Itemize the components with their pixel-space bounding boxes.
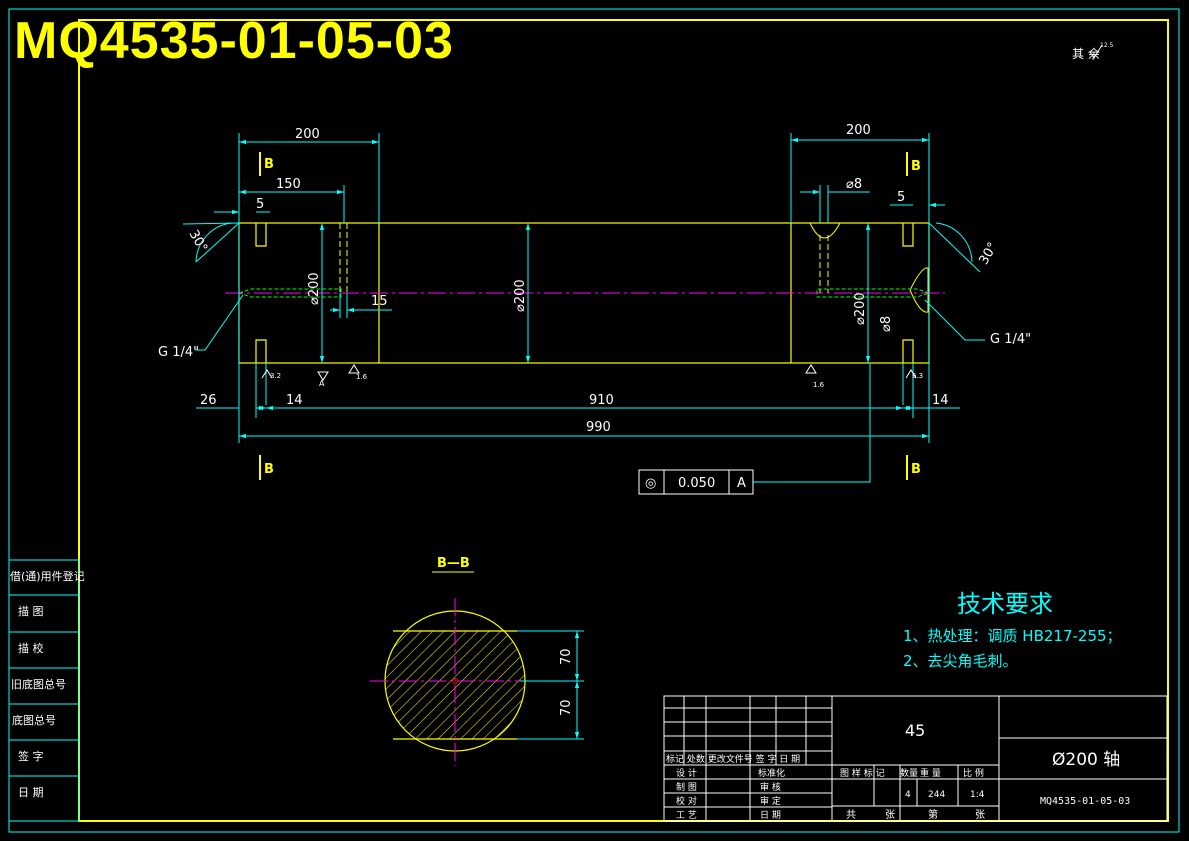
rough-32: 3.2 — [270, 372, 281, 380]
roughness-symbol — [1089, 44, 1103, 59]
cross-holes — [339, 222, 929, 313]
tolerance-frame — [638, 469, 754, 495]
title-scale: 1:4 — [970, 790, 985, 800]
title-sheets: 共 — [846, 809, 856, 821]
outer-border — [8, 8, 1180, 833]
section-mark-b-top-left: B — [264, 157, 274, 172]
dim-right-dia: ⌀200 — [853, 292, 868, 325]
dim-bottom-26: 26 — [200, 393, 217, 408]
dim-bottom-14-right: 14 — [932, 393, 949, 408]
tech-req-item-2: 2、去尖角毛刺。 — [903, 652, 1018, 670]
rough-16-left: 1.6 — [356, 373, 368, 381]
side-row-6: 签 字 — [18, 749, 44, 763]
dim-right-thread: G 1/4" — [990, 332, 1031, 347]
title-rev-header: 标记 处数 更改文件号 签 字 日 期 — [666, 753, 800, 765]
dim-bottom-14-left: 14 — [286, 393, 303, 408]
title-drawn: 制 图 — [676, 781, 697, 793]
side-row-1: 借(通)用件登记 — [10, 569, 85, 583]
tolerance-symbol: ◎ — [645, 476, 656, 491]
dim-left-thread: G 1/4" — [158, 345, 199, 360]
roughness-marks — [261, 364, 917, 381]
dim-bottom-910: 910 — [589, 393, 614, 408]
side-row-3: 描 校 — [18, 641, 44, 655]
drawing-frame — [78, 19, 1169, 822]
dim-left-30deg: 30° — [186, 228, 211, 255]
section-mark-b-bottom-right: B — [911, 462, 921, 477]
title-check: 校 对 — [676, 795, 697, 807]
title-col-qty: 数量 — [900, 767, 918, 779]
title-design: 设 计 — [676, 767, 697, 779]
roughness-note-value: 12.5 — [1100, 42, 1114, 49]
dimension-lines — [182, 133, 985, 483]
section-view — [370, 598, 584, 766]
side-row-2: 描 图 — [18, 604, 44, 618]
section-cut-lines — [259, 152, 908, 480]
dim-right-200: 200 — [846, 123, 871, 138]
dim-left-5: 5 — [256, 197, 264, 212]
title-approve: 审 定 — [760, 795, 781, 807]
title-col-scale: 比 例 — [963, 767, 984, 779]
tolerance-value: 0.050 — [678, 476, 715, 491]
side-row-4: 旧底图总号 — [11, 677, 66, 691]
title-drawing-no: MQ4535-01-05-03 — [1040, 796, 1130, 807]
side-row-5: 底图总号 — [12, 713, 56, 727]
tech-req-item-1: 1、热处理：调质 HB217-255； — [903, 627, 1122, 645]
dim-right-5: 5 — [897, 190, 905, 205]
dim-left-150: 150 — [276, 177, 301, 192]
section-mark-b-bottom-left: B — [264, 462, 274, 477]
title-sheet-unit: 张 — [885, 809, 895, 821]
dim-center-dia: ⌀200 — [513, 279, 528, 312]
title-process: 工 艺 — [676, 810, 697, 821]
section-dim-70-top: 70 — [559, 648, 574, 665]
title-standard: 标准化 — [758, 767, 785, 779]
dim-right-30deg: 30° — [976, 240, 1001, 267]
title-col-weight: 重 量 — [920, 767, 941, 779]
dim-bottom-990: 990 — [586, 420, 611, 435]
title-qty: 4 — [905, 790, 911, 800]
dim-left-15: 15 — [371, 294, 388, 309]
section-mark-b-top-right: B — [911, 159, 921, 174]
title-block-grid — [663, 695, 1168, 822]
section-dim-70-bottom: 70 — [559, 699, 574, 716]
title-part-name: Ø200 轴 — [1052, 750, 1120, 770]
title-weight: 244 — [928, 790, 945, 800]
tech-req-title: 技术要求 — [957, 590, 1053, 618]
side-row-7: 日 期 — [18, 786, 44, 799]
title-date: 日 期 — [760, 810, 781, 821]
dim-left-dia: ⌀200 — [307, 272, 322, 305]
roughness-note: 其 余 — [1072, 46, 1100, 61]
title-review: 审 核 — [760, 781, 781, 793]
dim-right-hole: ⌀8 — [846, 177, 862, 192]
title-sheet-unit-2: 张 — [975, 809, 985, 821]
side-block — [8, 559, 80, 822]
title-material: 45 — [905, 721, 925, 740]
section-title: B—B — [437, 556, 470, 571]
title-col-stage: 图 样 标 记 — [840, 767, 885, 779]
rough-16-right: 1.6 — [813, 381, 825, 389]
drawing-number-title: MQ4535-01-05-03 — [14, 12, 454, 70]
dim-right-hole2: ⌀8 — [879, 316, 894, 332]
dim-left-200: 200 — [295, 127, 320, 142]
tolerance-datum: A — [737, 476, 746, 491]
title-sheet-no: 第 — [928, 808, 938, 821]
datum-a: A — [319, 379, 325, 388]
rough-63: 6.3 — [912, 372, 923, 380]
